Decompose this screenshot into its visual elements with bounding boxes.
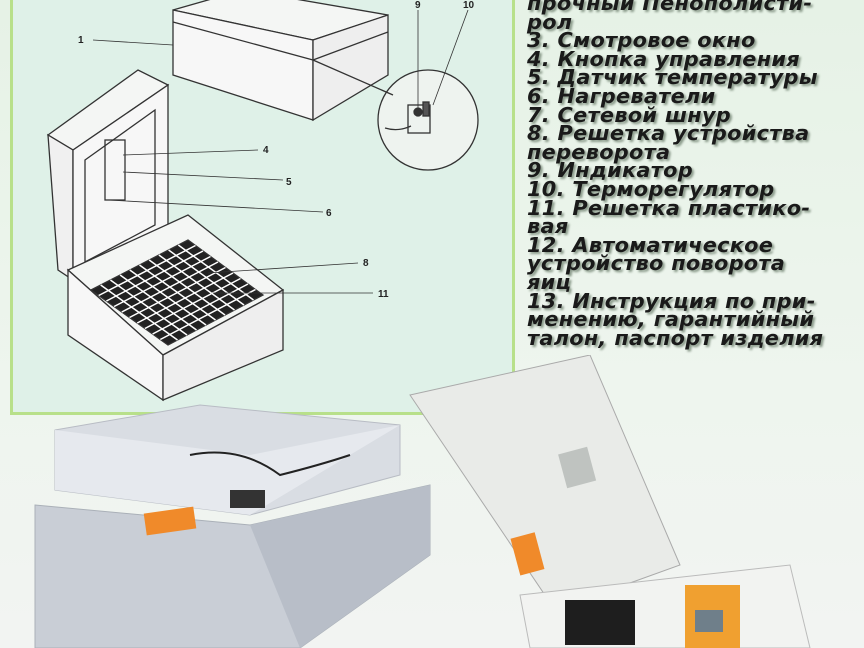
callout-8: 8 <box>363 258 369 269</box>
tray-grid-line <box>168 249 245 306</box>
legend-line: 4. Кнопка управления <box>527 46 800 71</box>
callout-10: 10 <box>463 0 475 11</box>
legend-line: яиц <box>527 269 572 294</box>
legend-line: 8. Решетка устройства <box>527 121 810 146</box>
legend-line: 12. Автоматическое <box>527 232 774 257</box>
tray-grid-line <box>136 272 234 324</box>
callout-5: 5 <box>286 177 292 188</box>
legend-line: рол <box>527 9 573 34</box>
legend-line: 13. Инструкция по при- <box>527 288 816 313</box>
tray-grid-line <box>148 259 226 316</box>
tray-grid-line <box>129 266 226 319</box>
legend-line: переворота <box>527 139 671 164</box>
legend-line: 6. Нагреватели <box>527 83 716 108</box>
legend-line: талон, паспорт изделия <box>527 325 824 350</box>
legend-line: 10. Терморегулятор <box>527 176 775 201</box>
callout-6: 6 <box>326 208 332 219</box>
legend-line: 9. Индикатор <box>527 158 693 183</box>
diagram-drawing: 1 4 5 6 8 9 10 11 <box>46 0 479 402</box>
closed-incubator-photo <box>34 404 431 648</box>
legend-line: 11. Решетка пластико- <box>527 195 811 220</box>
product-photos <box>0 355 864 648</box>
legend-line: прочный Пенополисти- <box>527 0 813 15</box>
incubator-diagram: 1 4 5 6 8 9 10 11 <box>10 0 515 415</box>
callout-11: 11 <box>378 289 389 300</box>
legend-line: вая <box>527 214 569 239</box>
legend-line: 5. Датчик температуры <box>527 65 818 90</box>
legend-line: менению, гарантийный <box>527 307 815 332</box>
tray-grid-line <box>152 283 249 335</box>
callout-9: 9 <box>415 0 421 11</box>
legend-line: устройство поворота <box>527 251 786 276</box>
callout-1: 1 <box>78 35 84 46</box>
legend-line: 3. Смотровое окно <box>527 28 756 53</box>
tray-grid-line <box>158 254 235 311</box>
callout-4: 4 <box>263 145 269 156</box>
tray-grid-line <box>159 288 256 341</box>
legend-line: 7. Сетевой шнур <box>527 102 732 127</box>
open-incubator-photo <box>409 355 811 648</box>
tray-grid-line <box>144 277 241 330</box>
